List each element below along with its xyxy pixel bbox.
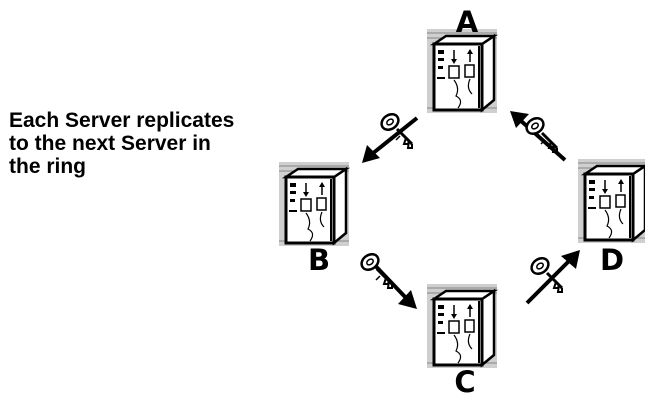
key-icon bbox=[357, 249, 394, 290]
caption-line-2: to the next Server in bbox=[9, 132, 211, 155]
server-icon bbox=[277, 160, 351, 248]
server-icon bbox=[425, 282, 499, 370]
replication-arrow-b-to-c bbox=[357, 249, 417, 309]
replication-arrow-a-to-b bbox=[362, 109, 419, 163]
server-c bbox=[425, 282, 499, 370]
server-b-label: B bbox=[308, 243, 330, 277]
replication-arrow-d-to-a bbox=[510, 111, 567, 162]
server-d bbox=[576, 157, 645, 245]
server-d-label: D bbox=[600, 243, 624, 277]
server-icon bbox=[425, 27, 499, 115]
caption-line-3: the ring bbox=[9, 155, 86, 178]
server-a bbox=[425, 27, 499, 115]
caption-line-1: Each Server replicates bbox=[9, 109, 235, 132]
diagram-caption: Each Server replicates to the next Serve… bbox=[9, 109, 309, 178]
replication-arrow-c-to-d bbox=[525, 250, 580, 305]
server-b bbox=[277, 160, 351, 248]
server-icon bbox=[576, 157, 645, 245]
server-a-label: A bbox=[456, 5, 479, 39]
server-c-label: C bbox=[454, 365, 475, 393]
